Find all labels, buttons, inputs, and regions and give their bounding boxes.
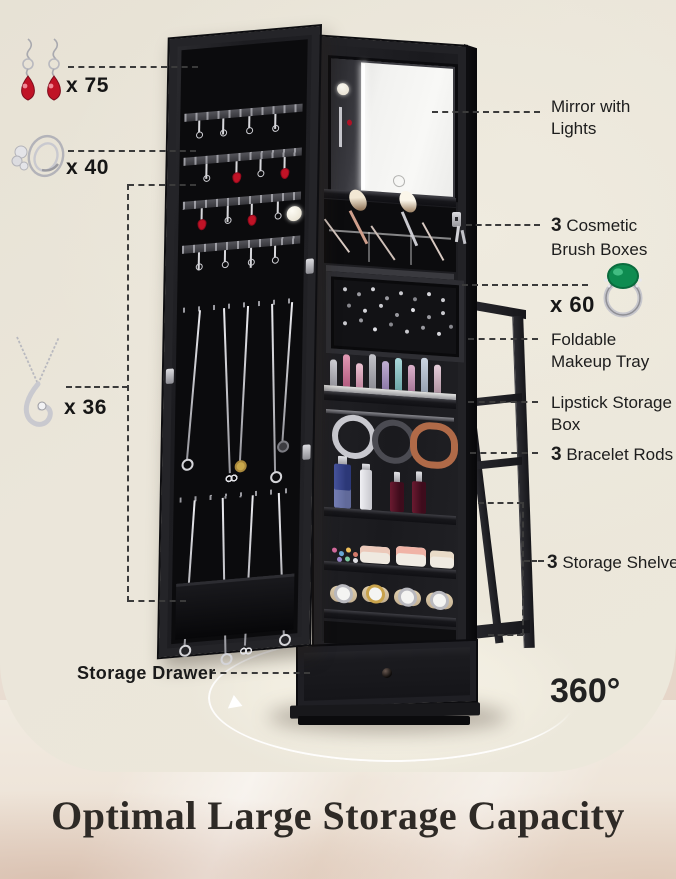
shelves-count: 3 bbox=[547, 552, 558, 573]
door-organizer bbox=[171, 39, 308, 656]
rotating-base bbox=[298, 716, 470, 725]
leader-line bbox=[128, 600, 186, 602]
leader-line bbox=[524, 560, 544, 562]
leader-line bbox=[432, 111, 540, 113]
leader-line bbox=[68, 66, 198, 68]
leader-line bbox=[468, 338, 538, 340]
leader-line bbox=[466, 224, 540, 226]
leader-line bbox=[127, 184, 129, 602]
brush-count: 3 bbox=[551, 215, 562, 236]
label-rings-count: x 60 bbox=[550, 292, 595, 317]
jewelry-door bbox=[156, 24, 322, 660]
leader-line bbox=[66, 386, 128, 388]
leader-line bbox=[522, 502, 524, 635]
drawer-knob bbox=[382, 667, 392, 679]
label-foldable-makeup-tray: Foldable Makeup Tray bbox=[551, 330, 650, 372]
led-strip bbox=[362, 63, 365, 190]
leader-line bbox=[470, 452, 538, 454]
mirror-reflection bbox=[331, 58, 361, 193]
silver-brooch-image bbox=[11, 134, 65, 178]
leader-line bbox=[468, 401, 538, 403]
ring-tray bbox=[326, 270, 464, 363]
leader-line bbox=[128, 184, 196, 186]
label-storage-drawer: Storage Drawer bbox=[77, 663, 216, 683]
label-necklaces-count: x 36 bbox=[64, 396, 107, 419]
red-earrings-image bbox=[21, 38, 61, 101]
leader-line bbox=[478, 502, 523, 504]
label-360-rotation: 360° bbox=[550, 672, 621, 710]
leader-line bbox=[210, 672, 310, 674]
brush-box bbox=[323, 186, 456, 273]
leader-line bbox=[68, 150, 196, 152]
pendant-necklace-image bbox=[16, 336, 60, 427]
label-lipstick-storage-box: Lipstick Storage Box bbox=[551, 393, 672, 435]
leader-line bbox=[462, 284, 588, 286]
label-storage-shelves: 3 Storage Shelves bbox=[547, 552, 676, 573]
bracelet-count: 3 bbox=[551, 444, 562, 465]
label-mirror-with-lights: Mirror with Lights bbox=[551, 97, 631, 139]
door-pocket bbox=[175, 573, 295, 640]
emerald-ring-image bbox=[603, 263, 643, 318]
label-cosmetic-brush-boxes: 3 Cosmetic Brush Boxes bbox=[551, 215, 648, 259]
label-earrings-count: x 75 bbox=[66, 74, 109, 97]
leader-line bbox=[488, 634, 523, 636]
touch-button bbox=[393, 174, 405, 188]
label-bracelet-rods: 3 Bracelet Rods bbox=[551, 444, 674, 465]
page-title: Optimal Large Storage Capacity bbox=[51, 793, 625, 838]
mirror bbox=[328, 55, 458, 203]
label-brooches-count: x 40 bbox=[66, 156, 109, 179]
jewelry-cabinet-body bbox=[312, 34, 468, 661]
